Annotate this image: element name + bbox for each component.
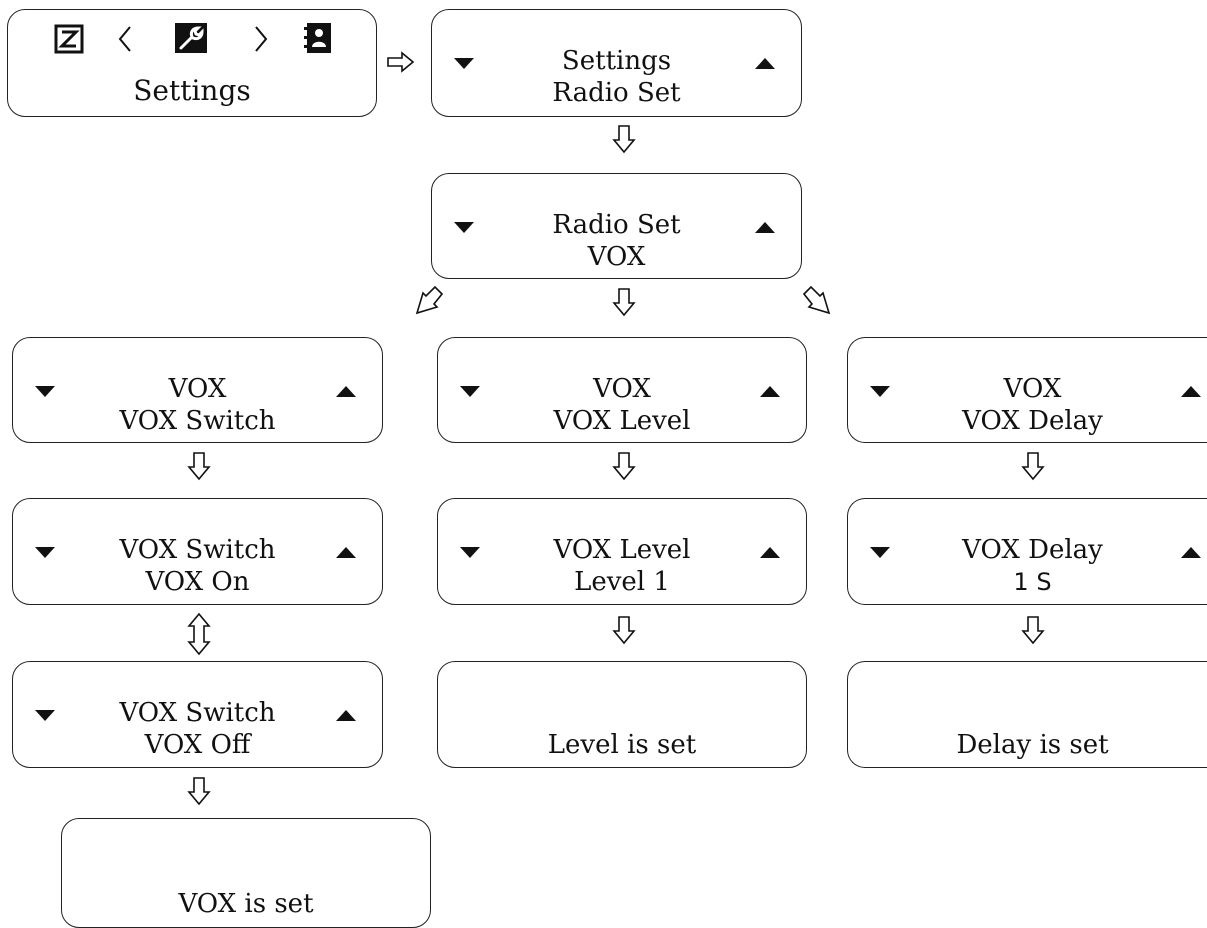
scroll-down-icon	[35, 710, 55, 721]
confirmation-text: VOX is set	[178, 889, 314, 919]
chevron-left-icon	[118, 26, 131, 52]
z-icon	[54, 24, 84, 54]
confirmation-text: Delay is set	[956, 730, 1109, 760]
scroll-up-icon	[1181, 386, 1201, 397]
screen-line1: VOX Switch	[119, 698, 276, 728]
screen-line1: VOX Level	[553, 535, 691, 565]
vox-level-menu-screen: VOX VOX Level	[437, 337, 807, 443]
arrow-right-icon	[387, 51, 415, 73]
arrow-down-icon	[612, 616, 636, 645]
arrow-up-down-icon	[187, 612, 211, 656]
scroll-down-icon	[460, 386, 480, 397]
wrench-icon	[175, 23, 207, 53]
scroll-up-icon	[336, 547, 356, 558]
screen-line2: Radio Set	[552, 78, 681, 108]
settings-radio-set-screen: Settings Radio Set	[431, 9, 802, 117]
vox-switch-menu-screen: VOX VOX Switch	[12, 337, 383, 443]
screen-line1: VOX	[1003, 374, 1062, 404]
scroll-down-icon	[870, 386, 890, 397]
screen-line2: 1 S	[1013, 568, 1052, 596]
scroll-down-icon	[460, 547, 480, 558]
vox-delay-menu-screen: VOX VOX Delay	[847, 337, 1207, 443]
screen-line2: VOX Level	[553, 406, 691, 436]
vox-is-set-screen: VOX is set	[61, 818, 431, 928]
arrow-down-icon	[187, 777, 211, 806]
screen-line1: VOX Delay	[962, 535, 1103, 565]
screen-line1: VOX	[593, 374, 651, 404]
scroll-down-icon	[454, 58, 474, 69]
screen-line1: VOX	[168, 374, 227, 404]
scroll-up-icon	[760, 547, 780, 558]
scroll-up-icon	[1181, 547, 1201, 558]
scroll-down-icon	[35, 547, 55, 558]
chevron-right-icon	[255, 26, 268, 52]
radio-set-vox-screen: Radio Set VOX	[431, 173, 802, 279]
screen-line1: Radio Set	[552, 210, 681, 240]
vox-switch-off-screen: VOX Switch VOX Off	[12, 661, 383, 768]
screen-line2: VOX Off	[144, 730, 251, 760]
scroll-up-icon	[755, 58, 775, 69]
screen-line2: VOX Switch	[119, 406, 276, 436]
arrow-down-icon	[187, 452, 211, 481]
home-settings-screen: Settings	[7, 9, 377, 117]
scroll-up-icon	[760, 386, 780, 397]
arrow-down-icon	[1021, 452, 1045, 481]
vox-level-value-screen: VOX Level Level 1	[437, 498, 807, 605]
scroll-up-icon	[336, 386, 356, 397]
arrow-down-icon	[612, 452, 636, 481]
screen-line2: VOX On	[145, 567, 250, 597]
scroll-up-icon	[336, 710, 356, 721]
arrow-down-icon	[612, 288, 636, 317]
level-is-set-screen: Level is set	[437, 661, 807, 768]
contacts-book-icon	[304, 23, 331, 53]
scroll-down-icon	[454, 222, 474, 233]
home-title: Settings	[133, 74, 251, 107]
arrow-down-left-icon	[415, 285, 444, 315]
vox-switch-on-screen: VOX Switch VOX On	[12, 498, 383, 605]
scroll-down-icon	[870, 547, 890, 558]
arrow-down-icon	[1021, 616, 1045, 645]
screen-line1: VOX Switch	[119, 535, 276, 565]
screen-line2: VOX Delay	[962, 406, 1103, 436]
scroll-up-icon	[755, 222, 775, 233]
arrow-down-right-icon	[802, 285, 831, 315]
confirmation-text: Level is set	[547, 730, 697, 760]
scroll-down-icon	[35, 386, 55, 397]
screen-line1: Settings	[561, 46, 672, 76]
screen-line2: VOX	[587, 242, 646, 272]
screen-line2: Level 1	[574, 567, 670, 597]
vox-delay-value-screen: VOX Delay 1 S	[847, 498, 1207, 605]
delay-is-set-screen: Delay is set	[847, 661, 1207, 768]
arrow-down-icon	[612, 125, 636, 154]
